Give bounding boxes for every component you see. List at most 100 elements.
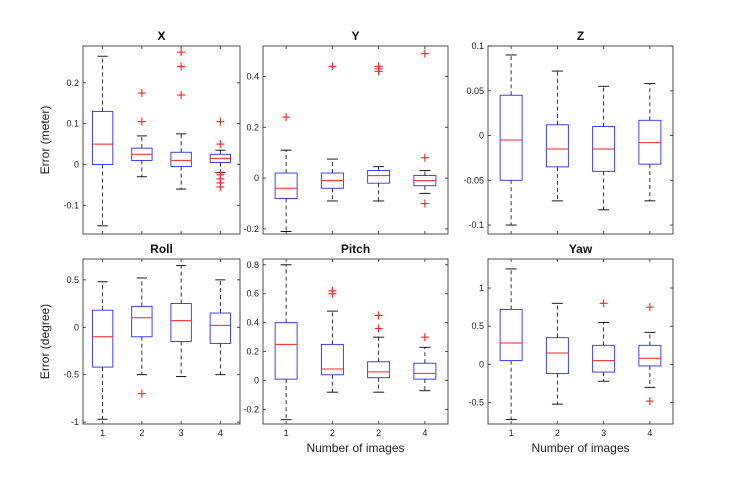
outlier-marker	[137, 389, 146, 398]
x-tick-label: 3	[601, 428, 606, 438]
box-1	[499, 54, 523, 226]
plot-frame	[82, 45, 241, 235]
outlier-marker	[137, 117, 146, 126]
box-1	[274, 264, 298, 421]
box-2	[320, 286, 344, 393]
y-tick-label: 0	[74, 322, 79, 332]
y-tick-label: -0.5	[468, 398, 484, 408]
y-axis-label: Error (meter)	[38, 106, 52, 175]
outlier-marker	[420, 153, 429, 162]
outlier-marker	[216, 140, 225, 149]
box-iqr	[545, 337, 569, 375]
box-iqr	[367, 170, 391, 184]
outlier-marker	[374, 311, 383, 320]
box-1	[274, 113, 298, 232]
y-tick-label: -0.1	[63, 200, 79, 210]
y-tick-label: 0.8	[246, 260, 259, 270]
x-tick-label: 4	[218, 428, 223, 438]
x-tick-label: 1	[509, 428, 514, 438]
box-iqr	[499, 94, 523, 181]
box-iqr	[413, 362, 437, 380]
box-4	[638, 303, 662, 406]
y-tick-label: 0	[254, 376, 259, 386]
outlier-marker	[645, 303, 654, 312]
box-4	[209, 117, 232, 191]
y-tick-label: -1	[71, 417, 79, 427]
y-tick-label: 0.1	[66, 119, 79, 129]
outlier-marker	[177, 91, 186, 100]
x-tick-label: 1	[284, 428, 289, 438]
box-4	[413, 333, 437, 392]
outlier-marker	[374, 62, 383, 71]
outlier-marker	[328, 62, 337, 71]
y-tick-label: 0.5	[471, 321, 484, 331]
y-axis-label: Error (degree)	[38, 304, 52, 379]
x-tick-label: 4	[647, 428, 652, 438]
box-iqr	[91, 309, 114, 368]
box-iqr	[592, 344, 616, 373]
y-tick-label: -0.5	[63, 370, 79, 380]
box-iqr	[170, 151, 192, 168]
chart-title: X	[157, 29, 165, 43]
plot-frame	[487, 45, 674, 235]
y-tick-label: 0	[254, 173, 259, 183]
box-3	[367, 62, 391, 202]
outlier-marker	[420, 49, 429, 58]
box-3	[170, 48, 192, 190]
x-tick-label: 2	[555, 428, 560, 438]
x-tick-label: 4	[422, 428, 427, 438]
box-iqr	[499, 308, 523, 362]
outlier-marker	[177, 62, 186, 71]
box-iqr	[131, 305, 153, 338]
y-tick-label: -0.05	[463, 175, 484, 185]
chart-title: Pitch	[341, 242, 370, 256]
y-tick-label: 0.2	[246, 122, 259, 132]
box-4	[638, 83, 662, 202]
y-tick-label: 0.2	[246, 347, 259, 357]
box-1	[91, 281, 114, 420]
x-axis-label: Number of images	[531, 441, 629, 455]
outlier-marker	[137, 89, 146, 97]
x-tick-label: 1	[100, 428, 105, 438]
plot-frame	[487, 258, 674, 425]
x-axis-label: Number of images	[306, 441, 404, 455]
box-1	[499, 268, 523, 420]
plot-frame	[262, 258, 449, 425]
y-tick-label: 0.05	[466, 86, 484, 96]
box-iqr	[274, 322, 298, 380]
chart-title: Z	[577, 29, 584, 43]
x-tick-label: 2	[139, 428, 144, 438]
chart-title: Roll	[150, 242, 173, 256]
box-2	[545, 70, 569, 202]
outlier-marker	[420, 333, 429, 342]
x-tick-label: 2	[330, 428, 335, 438]
y-tick-label: -0.2	[243, 224, 259, 234]
y-tick-label: 0.1	[471, 41, 484, 51]
box-2	[131, 277, 153, 398]
box-iqr	[209, 312, 232, 344]
box-3	[592, 85, 616, 211]
box-iqr	[367, 361, 391, 379]
box-2	[131, 89, 153, 178]
plot-frame	[82, 258, 241, 425]
outlier-marker	[282, 113, 291, 122]
box-1	[91, 55, 114, 227]
box-3	[367, 311, 391, 393]
box-3	[170, 265, 192, 378]
chart-panel-2: Y-0.200.20.4	[243, 29, 449, 235]
box-4	[413, 49, 437, 208]
x-tick-label: 2	[376, 428, 381, 438]
plot-frame	[262, 45, 449, 235]
box-iqr	[274, 172, 298, 199]
chart-title: Yaw	[569, 242, 593, 256]
y-tick-label: 0.5	[66, 275, 79, 285]
y-tick-label: -0.1	[468, 220, 484, 230]
outlier-marker	[599, 299, 608, 308]
box-iqr	[320, 343, 344, 376]
outlier-marker	[374, 324, 383, 333]
